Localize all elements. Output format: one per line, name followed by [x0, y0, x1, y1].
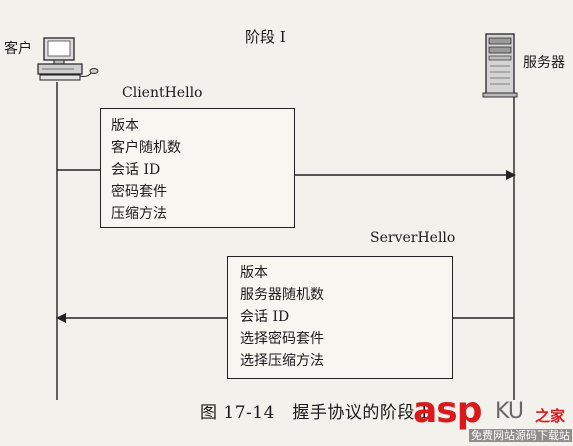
server-hello-label: ServerHello [370, 230, 456, 246]
figure-caption: 图 17-14 握手协议的阶段 I [200, 403, 429, 423]
server-hello-field: 会话 ID [240, 309, 290, 325]
client-hello-field: 版本 [111, 118, 139, 134]
client-hello-field: 会话 ID [111, 162, 161, 178]
server-hello-field: 选择密码套件 [240, 331, 324, 347]
watermark-subtitle: 免费网站源码下载站 [469, 429, 572, 442]
watermark-ku: KU [495, 399, 524, 424]
server-hello-arrowhead [56, 313, 66, 323]
client-hello-box: 版本 客户随机数 会话 ID 密码套件 压缩方法 [100, 108, 295, 228]
watermark-brand: asp [413, 390, 482, 431]
server-label: 服务器 [523, 55, 565, 71]
server-hello-field: 服务器随机数 [240, 287, 324, 303]
server-hello-field: 版本 [240, 265, 268, 281]
client-hello-arrowhead [506, 170, 516, 180]
server-tower-icon [482, 33, 518, 98]
client-hello-field: 客户随机数 [111, 140, 181, 156]
client-hello-field: 压缩方法 [111, 206, 167, 222]
client-label: 客户 [4, 41, 32, 57]
server-hello-box: 版本 服务器随机数 会话 ID 选择密码套件 选择压缩方法 [227, 256, 453, 379]
watermark-home: 之家 [535, 407, 566, 425]
client-hello-field: 密码套件 [111, 184, 167, 200]
watermark-logo: asp KU 之家 免费网站源码下载站 [413, 393, 573, 446]
server-hello-field: 选择压缩方法 [240, 353, 324, 369]
client-hello-label: ClientHello [122, 85, 203, 101]
phase-title: 阶段 I [245, 28, 286, 46]
computer-icon [37, 37, 99, 81]
